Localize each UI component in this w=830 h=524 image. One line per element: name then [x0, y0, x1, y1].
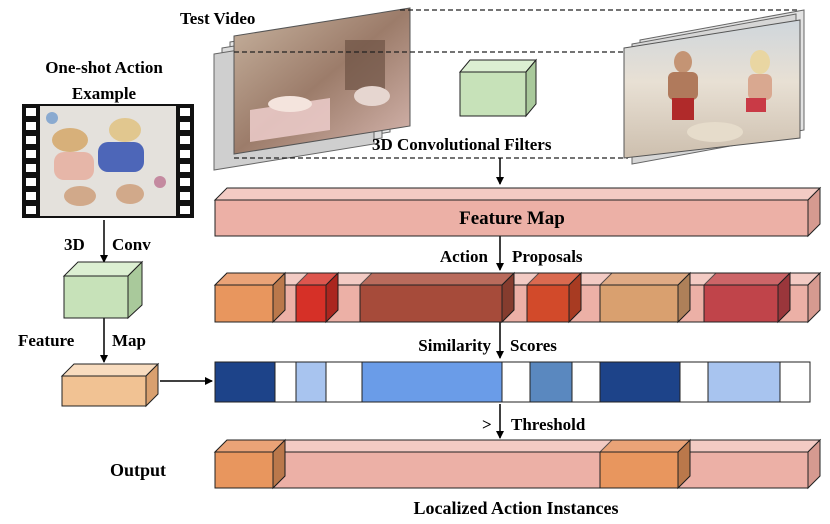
proposal-1	[213, 271, 287, 324]
query-feature-map	[60, 362, 160, 408]
threshold-label: Threshold	[511, 415, 586, 434]
similarity-score-cell-6	[707, 361, 781, 403]
action-proposals	[213, 271, 792, 324]
conv3d-label-a: 3D	[64, 235, 85, 254]
similarity-label: Similarity	[418, 336, 491, 355]
one-shot-example-image	[22, 104, 194, 218]
proposal-2	[294, 271, 340, 324]
localized-instances	[213, 438, 692, 490]
proposal-4	[525, 271, 583, 324]
feature-map-bar	[213, 186, 822, 238]
test-video-frames-right	[623, 9, 805, 165]
proposal-6	[702, 271, 792, 324]
map-label-b: Map	[112, 331, 146, 350]
similarity-score-cell-4	[529, 361, 573, 403]
proposal-5	[598, 271, 692, 324]
threshold-gt: >	[482, 415, 492, 434]
conv-filters-label: 3D Convolutional Filters	[372, 135, 552, 154]
localized-label: Localized Action Instances	[414, 498, 619, 518]
conv-filter-cube	[458, 58, 538, 118]
similarity-score-cells	[214, 361, 781, 403]
test-video-frames-left	[213, 7, 411, 171]
query-conv-cube	[62, 260, 144, 320]
output-row	[213, 438, 822, 490]
conv3d-label-b: Conv	[112, 235, 151, 254]
similarity-score-cell-3	[361, 361, 503, 403]
feature-map-label: Feature Map	[459, 208, 565, 229]
test-video-label: Test Video	[180, 9, 255, 28]
localized-instance-1	[213, 438, 287, 490]
similarity-score-cell-2	[295, 361, 327, 403]
output-label: Output	[110, 460, 166, 480]
video-cuboid-outline	[234, 9, 800, 159]
localized-instance-2	[598, 438, 692, 490]
scores-label: Scores	[510, 336, 557, 355]
arrows	[100, 158, 504, 439]
similarity-score-cell-5	[599, 361, 681, 403]
action-label: Action	[440, 247, 489, 266]
similarity-score-cell-1	[214, 361, 276, 403]
proposal-3	[358, 271, 516, 324]
proposals-label: Proposals	[512, 247, 583, 266]
one-shot-label-line2: Example	[72, 84, 137, 103]
one-shot-label-line1: One-shot Action	[45, 58, 163, 77]
feature-label-a: Feature	[18, 331, 75, 350]
